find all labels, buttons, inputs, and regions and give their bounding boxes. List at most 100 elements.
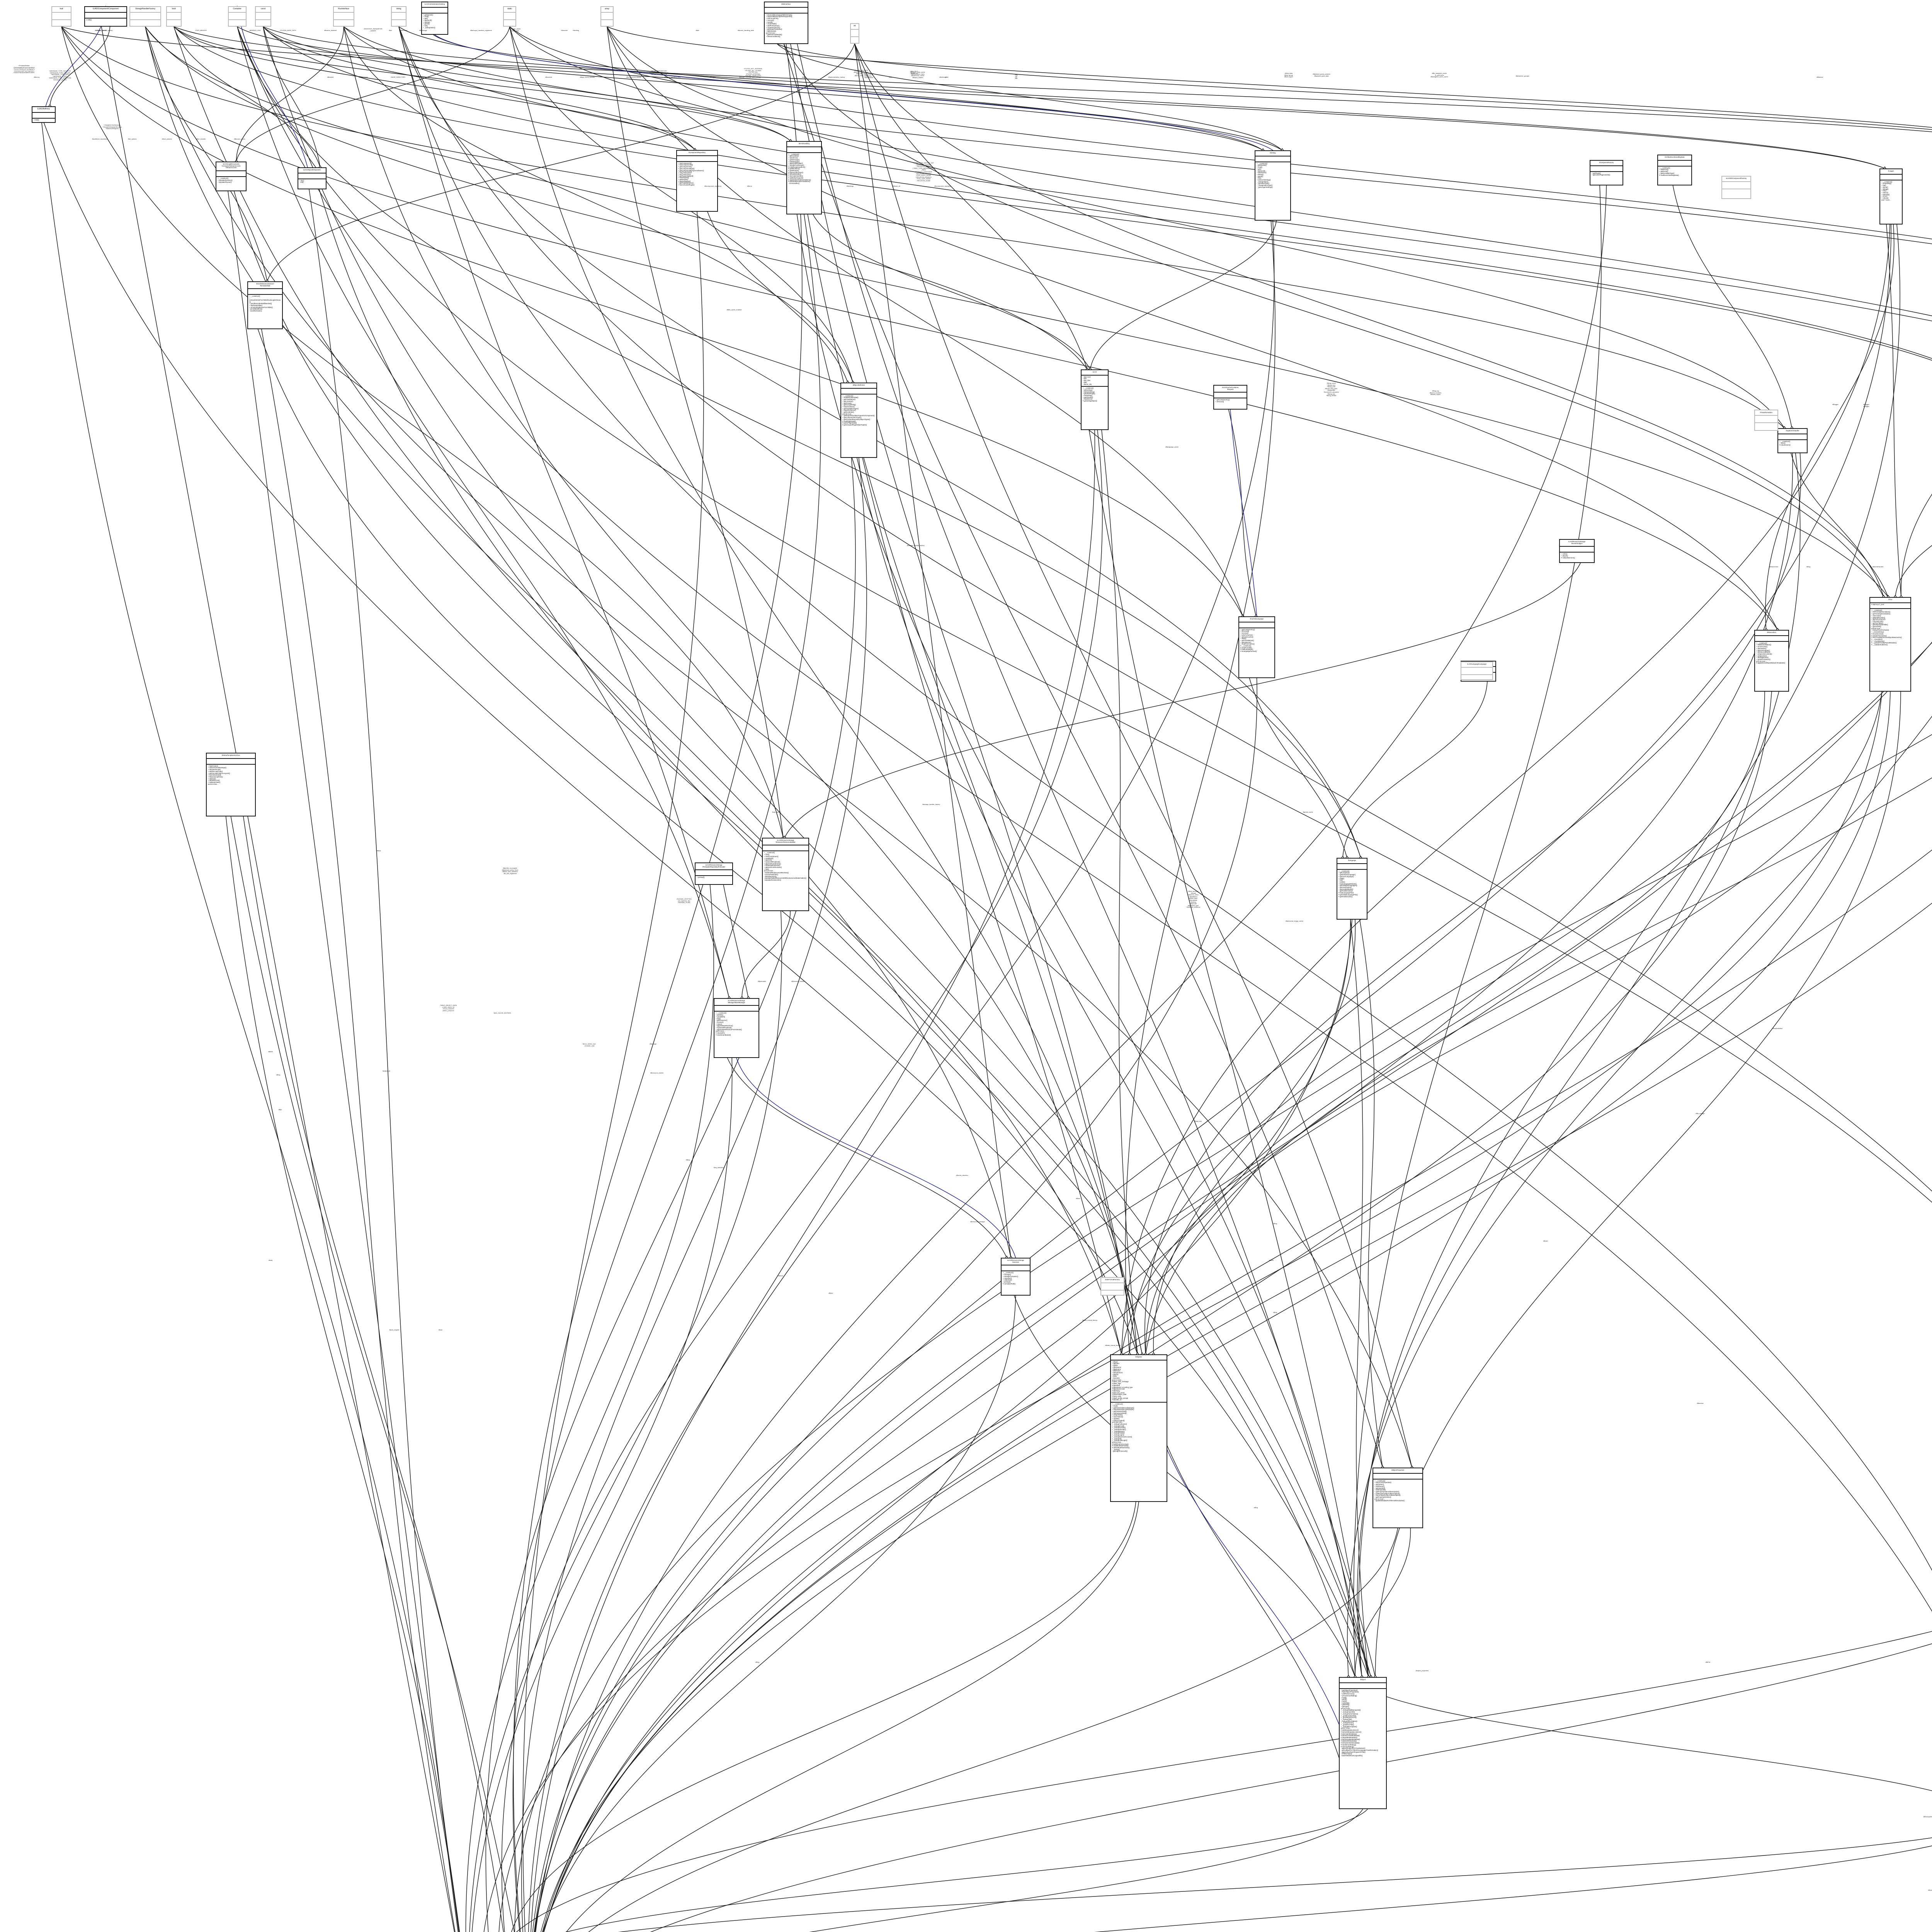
operation-row: - populateRevisionInfo() bbox=[764, 879, 781, 881]
operation-row: and 38 more... bbox=[842, 413, 853, 415]
class-node-ilcrondeleteinactiveuserremindermail[interactable]: ilCronDeleteInactiveUser ReminderMail+ _… bbox=[247, 281, 283, 329]
class-node-ilias_resourcestorage_basemanager[interactable]: ILIAS\ResourceStorage \Manager\BaseManag… bbox=[714, 998, 759, 1058]
class-node-ilias_refinery[interactable]: ILIAS\Refinery+ init() bbox=[32, 106, 56, 123]
class-node-const[interactable]: const bbox=[255, 6, 271, 27]
relationship-edge bbox=[854, 43, 1011, 1258]
operation-row: + deleteTemplate() bbox=[1756, 649, 1770, 651]
class-node-ilias_resourcestorage_eventsubject[interactable]: ILIAS\ResourceStorage \Events\Subject+ n… bbox=[1559, 539, 1595, 563]
class-node-ilappeventhandler[interactable]: ilAppEventHandler+ __construct()+ raise(… bbox=[1777, 428, 1808, 453]
class-node-ilartifacteventhandlingdata[interactable]: ilArtifactEventHandlingData+ __construct… bbox=[1657, 155, 1692, 185]
operation-row: # defaultHandler() bbox=[788, 173, 801, 175]
class-attributes bbox=[85, 13, 126, 19]
operation-row: + nextId() bbox=[766, 21, 773, 23]
class-node-ilias_resourcestorage_resourcebuilder[interactable]: ILIAS\ResourceStorage \Resource\Resource… bbox=[762, 838, 809, 911]
class-node-iltree[interactable]: ilTree# DEFAULT_GAP+ __construct()+ init… bbox=[1869, 597, 1911, 692]
class-node-storage_handler_factory[interactable]: StorageHandlerFactory bbox=[129, 6, 161, 27]
class-node-ilias[interactable]: ILIAS+ $account+ $ini+ $ini_ilias+ $db+ … bbox=[1081, 369, 1109, 430]
class-operations: + __construct()+ hasEvent()+ getEvent()+… bbox=[1658, 167, 1691, 185]
class-node-ilias_dicomponentfactory[interactable]: ILIAS\DI\Component\Factory bbox=[1721, 176, 1751, 199]
operation-row: + getDevMode() bbox=[842, 411, 854, 413]
class-name: ilObject bbox=[1340, 1678, 1386, 1683]
relationship-edge bbox=[173, 26, 1885, 169]
class-node-ilobjuser[interactable]: ilObjUser+ $login+ $gender+ $utitle+ $fi… bbox=[1110, 1354, 1167, 1502]
class-node-illanguage[interactable]: ilLanguage+ __construct()+ getLangKey()+… bbox=[1337, 858, 1367, 920]
relationship-edge bbox=[101, 26, 454, 1932]
class-node-array[interactable]: array bbox=[600, 6, 614, 27]
edge-label: #$administrative_factory bbox=[828, 76, 845, 78]
operation-row: + getPluginById() bbox=[678, 180, 691, 182]
class-attributes bbox=[1340, 1683, 1386, 1689]
class-node-ilcomponentfactory[interactable]: ilComponentFactory+ getPlugin()+ getActi… bbox=[1590, 160, 1623, 185]
relationship-edge bbox=[398, 26, 1264, 151]
class-node-ilcomponentrepository[interactable]: ilComponentRepository+ hasComponent()+ h… bbox=[676, 150, 718, 212]
class-node-ilias_language_languagelanguage[interactable]: ILIAS\Language\Language bbox=[1461, 662, 1493, 680]
class-node-trait[interactable]: trait bbox=[51, 6, 71, 27]
class-node-ilerrorhandling[interactable]: ilErrorHandling+ __construct()+ getHandl… bbox=[786, 141, 822, 214]
class-attributes bbox=[248, 289, 282, 295]
operation-row: + isReservedWord() bbox=[766, 36, 781, 38]
operation-row: - _lookup() bbox=[1112, 1448, 1120, 1451]
edge-label: -$auto_migrate bbox=[389, 1329, 400, 1331]
operation-row: # readPluginData() bbox=[842, 420, 856, 422]
operation-row: + hasCheckbox() bbox=[842, 405, 855, 408]
operation-row: + loadLanguageModule() bbox=[1338, 883, 1357, 885]
operation-row: + collection() bbox=[1003, 1279, 1012, 1281]
class-name: ilDBInterface bbox=[765, 2, 808, 8]
class-node-ilias_administration_setting[interactable]: ILIAS\Administration\Setting+ getModule(… bbox=[421, 2, 448, 35]
relationship-edge bbox=[618, 1837, 1932, 1932]
operation-row: # parsePluginData() bbox=[842, 422, 857, 424]
operation-row: + getTranslationType() bbox=[842, 407, 859, 410]
relationship-edge bbox=[588, 1528, 1398, 1932]
class-node-ilias_cache_container_request[interactable]: ILIAS\Cache\Container \Request+ getConta… bbox=[1213, 385, 1247, 410]
operation-row: + consume() bbox=[1003, 1277, 1012, 1279]
class-node-ilcachedlanguage[interactable]: ilCachedLanguage+ getContainerKey()+ isF… bbox=[1238, 616, 1275, 678]
operation-row: # isLanguageCached() bbox=[1240, 650, 1257, 653]
operation-row: - buildTitleWithoutCopySuffix() bbox=[1341, 1755, 1363, 1757]
class-node-ilsetting[interactable]: ilSetting+ __construct()+ getModule()+ r… bbox=[1255, 150, 1291, 221]
operation-row: # notifyObservers() bbox=[1561, 556, 1575, 559]
relationship-edge bbox=[854, 43, 1088, 370]
operation-row: # buildTextFromArray() bbox=[1112, 1443, 1129, 1445]
class-node-ilias_resourcestorage_services[interactable]: ILIAS\ResourceStorage \Services+ __const… bbox=[1001, 1258, 1031, 1296]
class-node-container[interactable]: Container bbox=[228, 6, 247, 27]
class-operations bbox=[130, 20, 160, 26]
class-node-static[interactable]: static bbox=[503, 6, 516, 27]
class-node-ilias_object_iobjectdic[interactable]: ILIAS\Object\IlObjectDIC+ dic()- init() bbox=[298, 167, 327, 189]
class-node-ildbinterface[interactable]: ilDBInterface+ doesCollationSupportMB4St… bbox=[764, 2, 808, 44]
relationship-edge bbox=[542, 919, 1352, 1932]
relationship-edge bbox=[1901, 493, 1932, 597]
class-node-illogger[interactable]: ilLogger+ __construct()+ isHandling()+ l… bbox=[1879, 168, 1903, 224]
class-attributes bbox=[1214, 393, 1247, 399]
class-operations: + __construct()+ storeCoreProperties()+ … bbox=[1373, 1480, 1422, 1527]
class-node-ilias_legaldocuments_streamaccess[interactable]: ILIAS\LegalDocuments \Consumer\StreamAcc… bbox=[216, 162, 247, 191]
class-node-ilobject[interactable]: ilObject+ getObjectProperties()+ flushOb… bbox=[1339, 1677, 1387, 1809]
class-name: ILIAS\ResourceStorage \Services bbox=[1002, 1259, 1030, 1266]
class-node-ilrbacadmin[interactable]: ilRbacAdmin+ __construct()+ setBlockedSt… bbox=[1754, 630, 1789, 692]
operation-row: + populateRevision() bbox=[218, 179, 233, 181]
edge-label: #$fs_storage bbox=[1696, 1112, 1705, 1114]
relationship-edge bbox=[1886, 224, 1901, 597]
operation-row: + delete() bbox=[1257, 173, 1264, 175]
class-node-ilobjectdefinition[interactable]: ilObjectDefinition+ __construct()+ readD… bbox=[840, 383, 877, 458]
operation-row: + info() bbox=[1881, 190, 1887, 192]
class-node-ilglobaltemplateinterface[interactable]: ilGlobalTemplateInterface+ hideFooter()+… bbox=[206, 753, 256, 816]
relationship-edge bbox=[1342, 681, 1488, 858]
class-node-ilobjectproperties[interactable]: ilObjectProperties+ __construct()+ store… bbox=[1372, 1468, 1423, 1528]
class-node-string[interactable]: string bbox=[391, 6, 406, 27]
edge-label: -$lang_key bbox=[1194, 1120, 1202, 1122]
class-node-int[interactable]: int bbox=[850, 23, 859, 44]
class-node-runinterface[interactable]: RunInterface bbox=[333, 6, 354, 27]
class-node-ilias_resourcestorage_repositorypreloader[interactable]: ILIAS\ResourceStorage \Preloader\Reposit… bbox=[695, 862, 733, 885]
class-node-ilias_refinery_transformation[interactable]: ITransformation bbox=[1754, 410, 1778, 431]
class-operations: + getModule()+ read()+ get()+ deleteAll(… bbox=[422, 14, 447, 34]
edge-label: #$cache_disabled bbox=[324, 29, 337, 31]
operation-row: + getSetting() bbox=[1083, 389, 1093, 391]
class-node-ilias_component_component[interactable]: ILIAS\Component\Component+ init() bbox=[84, 6, 127, 27]
relationship-edge bbox=[145, 26, 1412, 1468]
class-node-ildatefactory[interactable]: DateFormatFactory bbox=[1100, 1277, 1124, 1296]
operation-row: + getAllSettings() bbox=[1083, 393, 1095, 395]
operation-row: + _lookupEmail() bbox=[1112, 1425, 1124, 1427]
class-node-bool[interactable]: bool bbox=[166, 6, 182, 27]
edge-label: #$lng bbox=[686, 1159, 690, 1161]
operation-row: # doDeleteMetaData() bbox=[1341, 1740, 1357, 1742]
